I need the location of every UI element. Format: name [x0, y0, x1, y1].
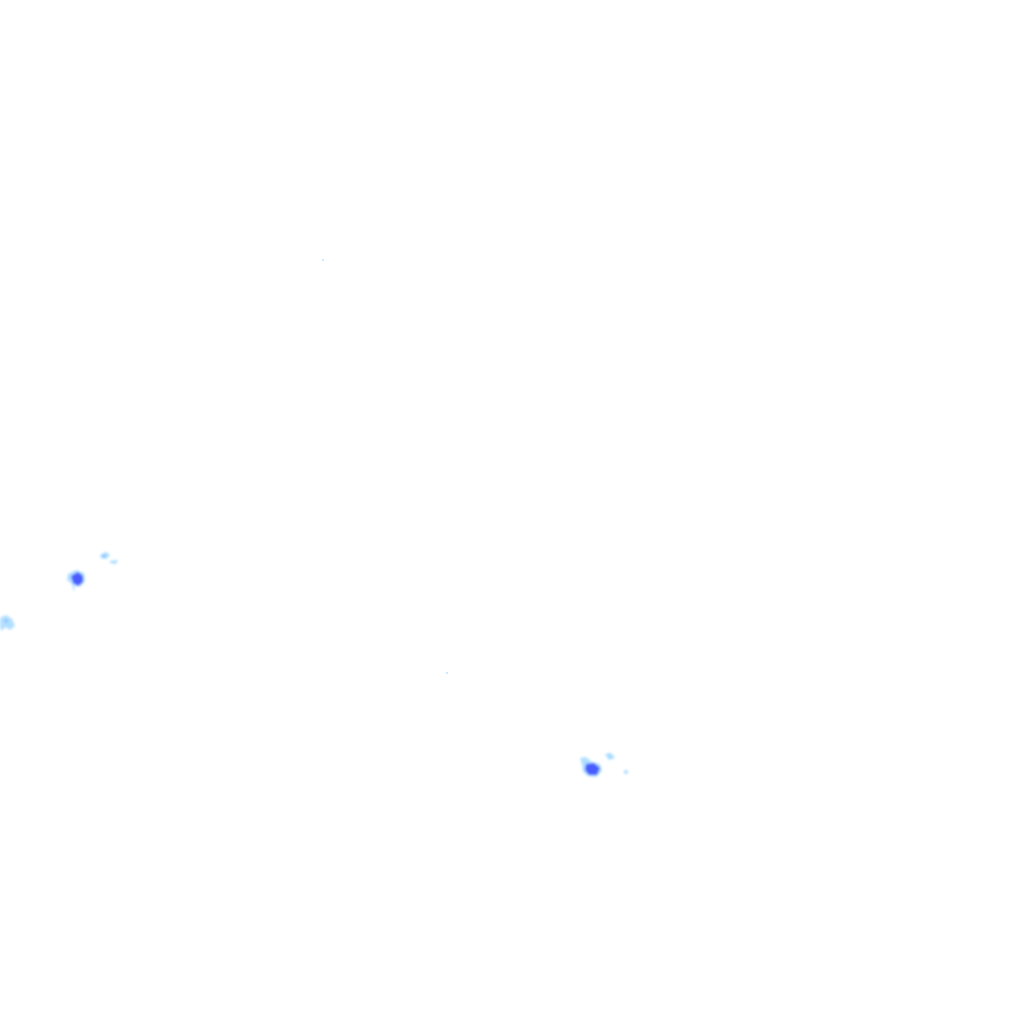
precip-cell-southeast-2 — [605, 753, 615, 760]
precip-cell-west-2 — [100, 552, 118, 564]
precip-cell-southeast-1 — [580, 757, 602, 777]
precip-cell-southeast-3 — [624, 770, 628, 774]
precip-cell-west-edge — [0, 615, 15, 631]
precip-speck — [446, 672, 448, 674]
precip-speck — [322, 259, 324, 261]
precip-cell-west-1 — [67, 570, 85, 592]
